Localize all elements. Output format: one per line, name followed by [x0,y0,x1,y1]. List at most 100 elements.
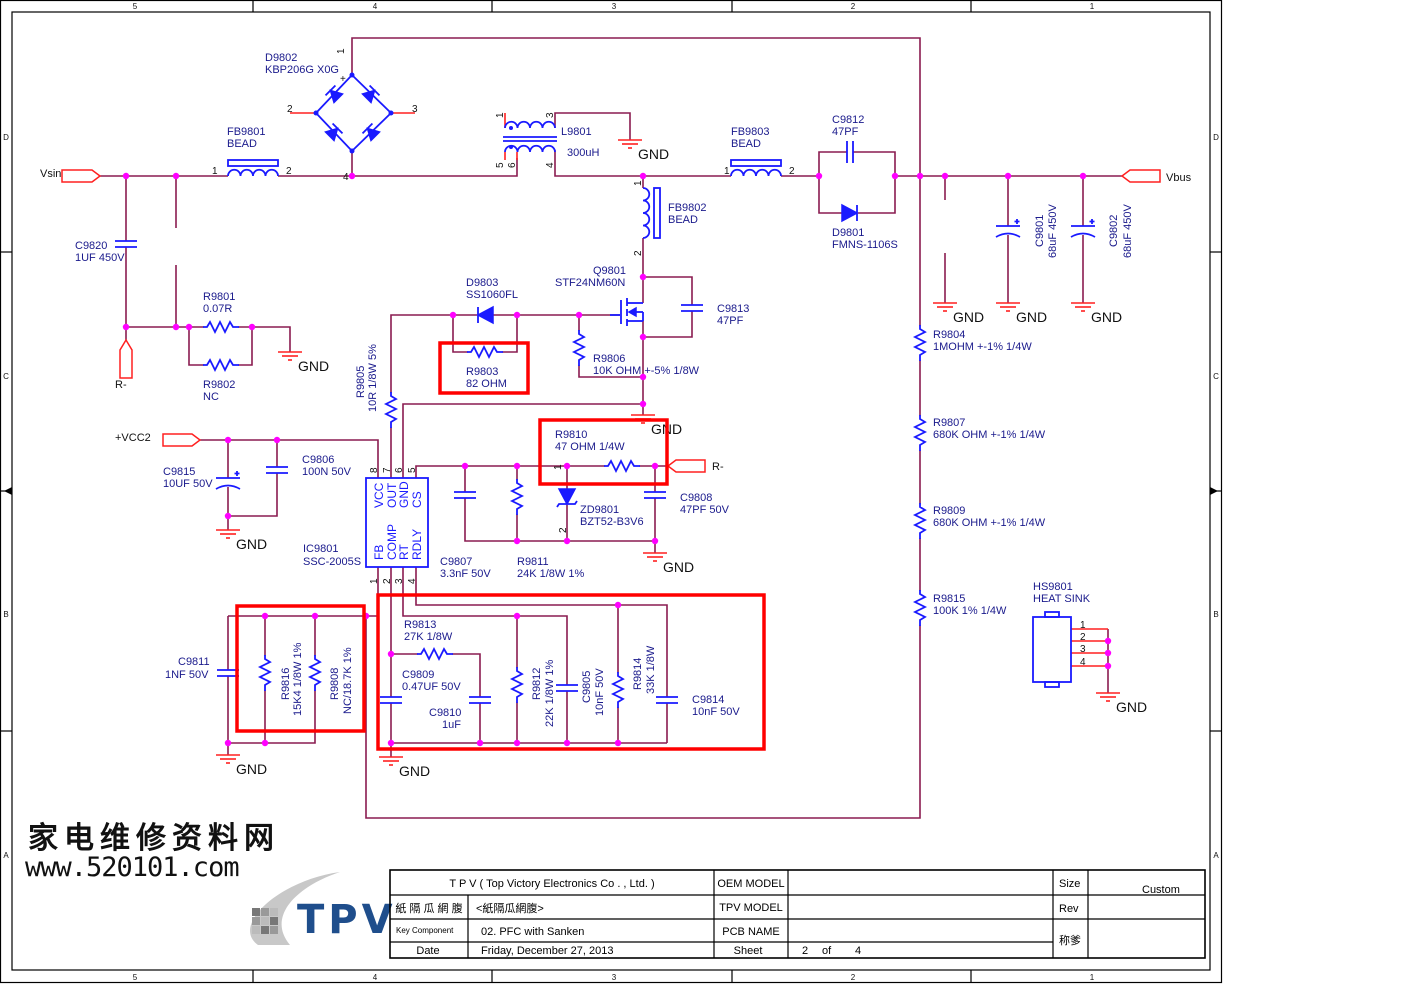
component-ref: R9808 [329,668,341,700]
net-label-vsin: Vsin [40,168,61,180]
junction-dot [639,400,647,408]
ground-symbol: GND [379,756,430,779]
title-block-row2-value: <紙隔瓜網腹> [476,901,544,915]
heat-sink-body [1032,616,1072,683]
junction-dot [261,612,269,620]
junction-dot [1104,649,1112,657]
wire [643,276,693,338]
wire [464,466,656,553]
junction-dot [1104,662,1112,670]
ic-pin-number: 5 [407,467,418,473]
diode-icon [366,127,381,142]
diode-ZD9801 [556,488,578,508]
junction-dot [311,612,319,620]
zone-column-label: 5 [133,2,138,11]
ic-pin-number: 1 [369,578,380,584]
ground-label: GND [638,146,669,162]
ground-symbol: GND [1071,302,1122,325]
logo-grid-icon [270,908,278,916]
ic-pin-name-bottom-0: FB [372,545,386,560]
component-value: 47PF [717,315,744,327]
diode-bar-icon [361,122,374,135]
resistor-R9804 [912,325,928,361]
component-value: 300uH [567,147,599,159]
resistor-icon [912,415,928,451]
capacitor-C9814 [656,696,678,704]
zone-column-label: 3 [612,2,617,11]
title-block-date-value: Friday, December 27, 2013 [481,945,613,957]
junction-dot [185,323,193,331]
coil-icon [642,187,651,239]
junction-dot [614,739,622,747]
component-value: 24K 1/8W 1% [517,568,584,580]
junction-dot [513,311,521,319]
zone-row-label: B [1213,610,1218,619]
junction-dot [941,172,949,180]
ic-body [365,477,429,568]
electrolytic-capacitor-C9815 [215,471,241,490]
junction-dot [639,373,647,381]
resistor-icon [912,590,928,626]
component-ref: R9810 [555,429,587,441]
component-ref: ZD9801 [580,504,619,516]
resistor-R9807 [912,415,928,451]
highlight-box [438,341,530,395]
capacitor-curved-plate-icon [995,232,1021,238]
component-ref: C9815 [163,466,195,478]
zone-row-label: A [3,851,9,860]
logo-grid-icon [252,926,260,934]
pin-dot [388,110,394,116]
junction-dot [122,323,130,331]
pin-number: 5 [495,162,506,168]
component-value: 47 OHM 1/4W [555,441,625,453]
pin-number: 1 [336,48,347,54]
component-value: 10R 1/8W 5% [367,344,379,412]
arrow-icon [4,487,12,495]
wire [452,315,518,353]
component-ref: R9806 [593,353,625,365]
resistor-R9810 [604,458,640,474]
component-ref: R9811 [517,556,549,568]
component-value: 1NF 50V [165,669,209,681]
component-value: 1uF [442,719,461,731]
wire [390,314,620,478]
junction-dot [575,311,583,319]
component-ref: C9802 [1108,215,1120,247]
junction-dot [122,172,130,180]
component-ref: C9812 [832,114,864,126]
pin-dot [349,148,355,154]
component-ref: C9801 [1034,215,1046,247]
junction-dot [172,172,180,180]
resistor-icon [203,319,239,335]
zone-row-label: A [1213,851,1219,860]
capacitor-C9812 [846,141,854,163]
pin-number: 1 [633,180,644,186]
wire [415,465,668,478]
junction-dot [891,172,899,180]
ic-pin-name-top-0: VCC [372,482,386,508]
wire [228,567,379,617]
resistor-icon [467,344,503,360]
junction-dot [563,739,571,747]
pin-number: 2 [1080,632,1086,643]
diode-icon [476,305,494,325]
ground-label: GND [236,536,267,552]
polarity-dot-icon [509,126,513,130]
resistor-R9811 [509,479,525,515]
title-block-border [389,869,1206,959]
component-ref: C9820 [75,240,107,252]
component-ref: C9806 [302,454,334,466]
mosfet-Q9801 [610,298,644,326]
title-block-sheet-number: 2 [802,945,808,957]
resistor-icon [604,458,640,474]
zone-column-label: 4 [373,2,378,11]
body-diode-arrow-icon [627,306,637,318]
resistor-R9803 [467,344,503,360]
net-label-r-minus: R- [115,379,127,391]
component-value: 3.3nF 50V [440,568,491,580]
zone-row-label: B [3,610,8,619]
ic-pin-name-bottom-3: RDLY [410,529,424,560]
wire [818,151,896,176]
